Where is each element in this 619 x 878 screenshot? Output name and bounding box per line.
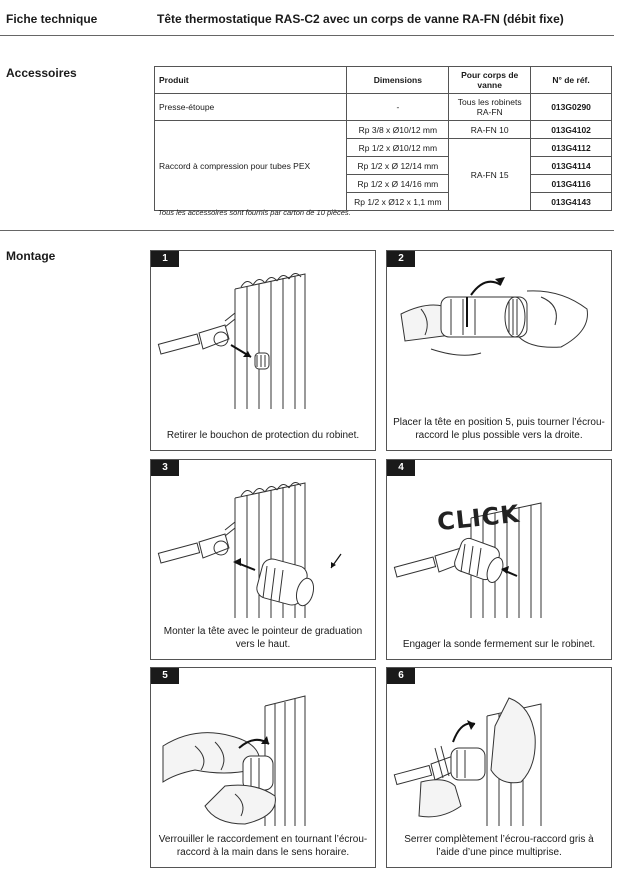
engage-sensor-illustration bbox=[393, 502, 542, 618]
table-row: Rp 1/2 x Ø 12/14 mm 013G4114 bbox=[155, 156, 612, 175]
mounting-step-3: 3 Monter la tête avec le pointeur de gra… bbox=[150, 459, 376, 660]
cell-dimensions: Rp 1/2 x Ø 14/16 mm bbox=[346, 174, 450, 193]
mounting-step-5: 5 Verrouiller le raccordement en tournan… bbox=[150, 667, 376, 868]
document-section-label: Fiche technique bbox=[6, 12, 98, 26]
table-header-row: Produit Dimensions Pour corps de vanne N… bbox=[153, 66, 612, 94]
cell-dimensions: Rp 1/2 x Ø 12/14 mm bbox=[346, 156, 450, 175]
mount-head-illustration bbox=[157, 482, 342, 618]
cell-ref: 013G4116 bbox=[530, 174, 612, 193]
mounting-step-1: 1 Retirer le bouchon de protection du ro… bbox=[150, 250, 376, 451]
tighten-nut-illustration bbox=[393, 697, 542, 826]
step-caption: Monter la tête avec le pointeur de gradu… bbox=[163, 626, 363, 650]
cell-dimensions: Rp 1/2 x Ø10/12 mm bbox=[346, 138, 450, 157]
cell-product: Raccord à compression pour tubes PEX bbox=[153, 120, 348, 211]
set-position-illustration bbox=[400, 277, 588, 356]
step-number: 1 bbox=[151, 251, 179, 267]
step-caption: Engager la sonde fermement sur le robine… bbox=[402, 639, 596, 650]
table-row: Rp 1/2 x Ø 14/16 mm 013G4116 bbox=[155, 174, 612, 193]
cell-ref: 013G0290 bbox=[530, 93, 612, 121]
lock-connection-illustration bbox=[162, 695, 306, 826]
cell-ref: 013G4143 bbox=[530, 192, 612, 211]
header-divider bbox=[0, 35, 614, 36]
cell-ref: 013G4112 bbox=[530, 138, 612, 157]
table-row: Rp 1/2 x Ø10/12 mm RA-FN 15 013G4112 bbox=[155, 138, 612, 211]
column-header-ref: N° de réf. bbox=[530, 66, 612, 94]
section-divider bbox=[0, 230, 614, 231]
step-number: 2 bbox=[387, 251, 415, 267]
cell-valve-body: RA-FN 15 bbox=[448, 138, 532, 211]
column-header-valve-body: Pour corps de vanne bbox=[448, 66, 532, 94]
table-row: Presse-étoupe - Tous les robinets RA-FN … bbox=[153, 93, 612, 121]
accessories-heading: Accessoires bbox=[6, 66, 77, 80]
step-number: 6 bbox=[387, 668, 415, 684]
step-caption: Serrer complètement l’écrou-raccord gris… bbox=[404, 834, 594, 858]
step-caption: Placer la tête en position 5, puis tourn… bbox=[393, 417, 605, 441]
cell-valve-body: Tous les robinets RA-FN bbox=[448, 93, 532, 121]
document-title: Tête thermostatique RAS-C2 avec un corps… bbox=[157, 12, 564, 26]
step-number: 3 bbox=[151, 460, 179, 476]
step-caption: Retirer le bouchon de protection du robi… bbox=[166, 430, 360, 441]
cell-dimensions: Rp 1/2 x Ø12 x 1,1 mm bbox=[346, 192, 450, 211]
mounting-step-6: 6 Serrer complètement l’écrou-raccord gr… bbox=[386, 667, 612, 868]
cell-dimensions: Rp 3/8 x Ø10/12 mm bbox=[346, 120, 450, 139]
step-number: 5 bbox=[151, 668, 179, 684]
accessories-table: Produit Dimensions Pour corps de vanne N… bbox=[153, 66, 612, 211]
column-header-product: Produit bbox=[153, 66, 348, 94]
mounting-heading: Montage bbox=[6, 249, 56, 263]
cell-ref: 013G4114 bbox=[530, 156, 612, 175]
table-row: Raccord à compression pour tubes PEX Rp … bbox=[153, 120, 612, 211]
table-row: Rp 1/2 x Ø12 x 1,1 mm 013G4143 bbox=[155, 192, 612, 211]
step-caption: Verrouiller le raccordement en tournant … bbox=[158, 834, 368, 858]
column-header-dimensions: Dimensions bbox=[346, 66, 450, 94]
mounting-step-2: 2 Placer la tête en position 5, puis tou… bbox=[386, 250, 612, 451]
remove-cap-illustration bbox=[157, 273, 306, 409]
accessories-note: Tous les accessoires sont fournis par ca… bbox=[158, 208, 351, 217]
cell-valve-body: RA-FN 10 bbox=[448, 120, 532, 139]
cell-product: Presse-étoupe bbox=[153, 93, 348, 121]
cell-dimensions: - bbox=[346, 93, 450, 121]
mounting-step-4: 4 CLICK Engager la sonde fermement sur l… bbox=[386, 459, 612, 660]
step-number: 4 bbox=[387, 460, 415, 476]
cell-ref: 013G4102 bbox=[530, 120, 612, 139]
